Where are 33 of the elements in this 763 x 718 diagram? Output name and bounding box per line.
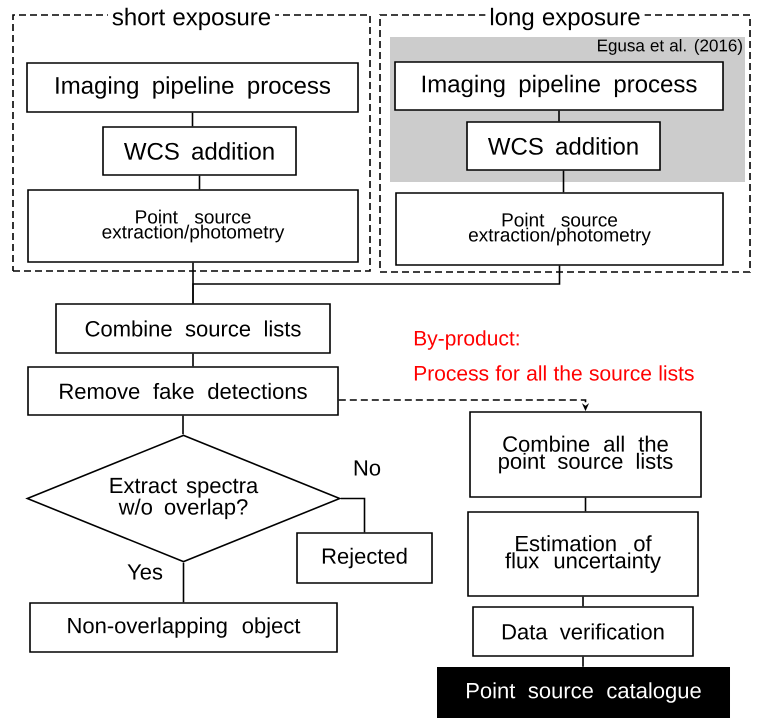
process-box: Rejected xyxy=(296,532,433,584)
process-box: Point source extraction/photometry xyxy=(395,192,724,266)
connector xyxy=(192,266,560,304)
process-box: WCS addition xyxy=(102,126,297,176)
process-box: Imaging pipeline process xyxy=(26,62,359,113)
connector xyxy=(584,498,586,512)
connector xyxy=(582,596,584,606)
citation-label: Egusa et al. (2016) xyxy=(598,39,742,55)
process-box: Imaging pipeline process xyxy=(394,61,724,111)
connector xyxy=(558,110,560,122)
group-heading: short exposure xyxy=(108,4,276,34)
connector xyxy=(198,176,200,190)
note-text: By-product: xyxy=(414,330,519,350)
connector xyxy=(182,416,184,434)
output-box: Point source catalogue xyxy=(437,667,730,718)
connector xyxy=(182,562,184,602)
process-box: Non-overlapping object xyxy=(29,602,338,653)
process-box: Data verification xyxy=(472,606,694,657)
process-box: Estimation of flux uncertainty xyxy=(467,511,699,597)
process-box: Remove fake detections xyxy=(27,366,339,416)
connector xyxy=(340,498,366,532)
process-box: Combine all the point source lists xyxy=(469,411,702,498)
note-text: Process for all the source lists xyxy=(414,365,694,381)
connector xyxy=(562,170,564,192)
connector xyxy=(192,112,194,126)
edge-label: No xyxy=(352,459,382,477)
process-box: Combine source lists xyxy=(55,303,331,354)
process-box: Point source extraction/photometry xyxy=(27,189,359,263)
connector xyxy=(192,354,194,366)
edge-label: Yes xyxy=(126,563,164,581)
group-heading: long exposure xyxy=(485,4,645,34)
connector xyxy=(582,656,584,667)
process-box: WCS addition xyxy=(466,121,661,171)
